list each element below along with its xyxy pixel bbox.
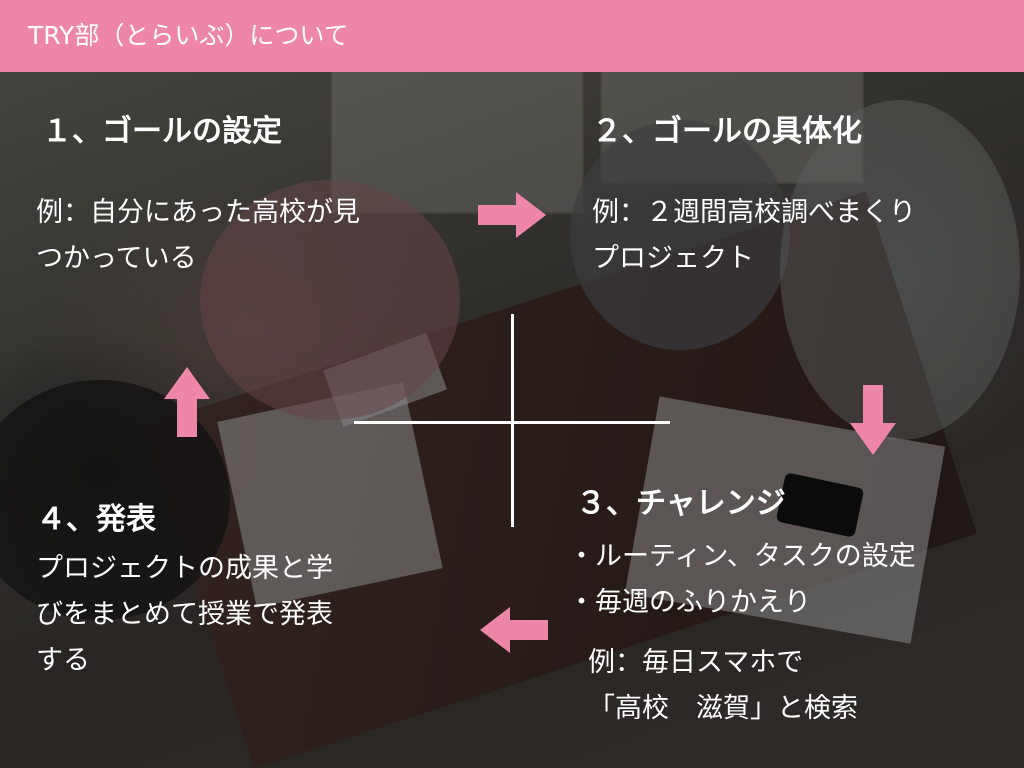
step2-line: プロジェクト <box>592 243 754 274</box>
step2-body: 例：２週間高校調べまくり プロジェクト <box>592 190 916 282</box>
step3-line: 「高校 滋賀」と検索 <box>588 693 858 724</box>
step2-line: 例：２週間高校調べまくり <box>592 197 916 228</box>
person <box>200 180 460 420</box>
step3-heading: ３、チャレンジ <box>576 486 786 521</box>
step1-line: つかっている <box>36 243 197 274</box>
step3-line: ・毎週のふりかえり <box>568 587 811 618</box>
step3-line: ・ルーティン、タスクの設定 <box>568 541 916 572</box>
step4-line: プロジェクトの成果と学 <box>36 553 333 584</box>
step4-body: プロジェクトの成果と学 びをまとめて授業で発表 する <box>36 546 333 684</box>
step1-heading: １、ゴールの設定 <box>42 114 282 149</box>
step4-line: する <box>36 645 90 676</box>
arrow-down-icon <box>850 385 896 455</box>
step1-line: 例：自分にあった高校が見 <box>36 197 360 228</box>
person <box>780 100 1020 440</box>
cross-vertical-line <box>511 314 514 527</box>
arrow-right-icon <box>478 192 546 238</box>
step4-line: びをまとめて授業で発表 <box>36 599 333 630</box>
arrow-up-icon <box>164 367 210 437</box>
step2-heading: ２、ゴールの具体化 <box>592 114 862 149</box>
person <box>570 120 790 350</box>
step3-line: 例：毎日スマホで <box>588 647 804 678</box>
step3-body: ・ルーティン、タスクの設定 ・毎週のふりかえり <box>568 534 916 626</box>
arrow-left-icon <box>480 607 548 653</box>
step4-heading: ４、発表 <box>36 502 156 537</box>
step3-example: 例：毎日スマホで 「高校 滋賀」と検索 <box>588 640 858 732</box>
step1-body: 例：自分にあった高校が見 つかっている <box>36 190 360 282</box>
page-title: TRY部（とらいぶ）について <box>0 0 1024 72</box>
